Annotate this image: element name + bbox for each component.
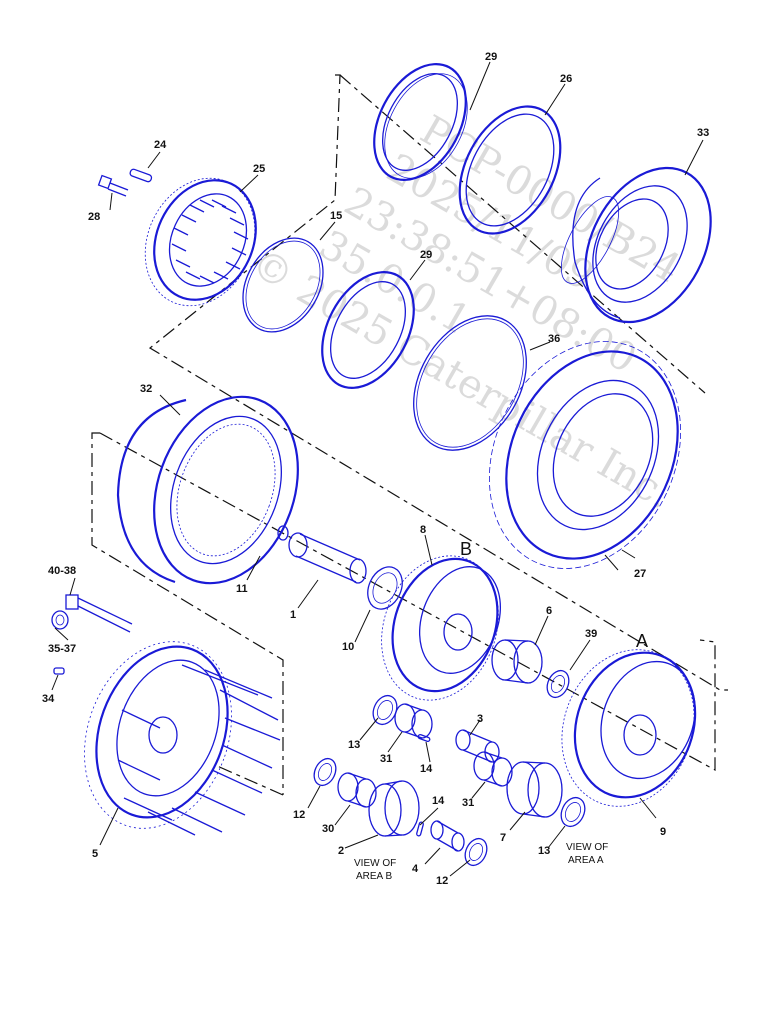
carrier-group-boundary — [99, 432, 716, 772]
shaft-3 — [455, 729, 500, 763]
callout-8: 8 — [420, 524, 426, 536]
callout-39: 39 — [585, 628, 597, 640]
gear-25 — [144, 177, 257, 307]
upper-right-boundary — [339, 74, 706, 394]
callout-12-left: 12 — [293, 809, 305, 821]
callout-7: 7 — [500, 832, 506, 844]
pin-34 — [53, 667, 65, 675]
callout-9: 9 — [660, 826, 666, 838]
callout-25: 25 — [253, 163, 265, 175]
seal-29-upper — [373, 63, 468, 181]
callout-29-upper: 29 — [485, 51, 497, 63]
callout-31-lower: 31 — [462, 797, 474, 809]
callout-15: 15 — [330, 210, 342, 222]
callout-4: 4 — [412, 863, 419, 875]
view-a-line2: AREA A — [568, 855, 604, 866]
callout-26: 26 — [560, 73, 572, 85]
seal-29-lower — [321, 271, 415, 389]
view-b-line2: AREA B — [356, 871, 392, 882]
leader-lines — [51, 61, 704, 877]
pin-14-lower — [416, 821, 424, 837]
hub-group-boundary — [91, 432, 284, 795]
area-label-a: A — [636, 631, 648, 651]
gear-6 — [491, 639, 543, 684]
callout-5: 5 — [92, 848, 98, 860]
callout-34: 34 — [42, 693, 55, 705]
bearing-31-lower — [473, 751, 513, 787]
washer-12-left — [313, 757, 337, 787]
upper-group-boundary — [148, 74, 728, 691]
callout-28: 28 — [88, 211, 100, 223]
callout-31-upper: 31 — [380, 753, 392, 765]
callout-2: 2 — [338, 845, 344, 857]
ring-gear-32 — [116, 395, 299, 585]
view-b-line1: VIEW OF — [354, 858, 396, 869]
callout-30: 30 — [322, 823, 334, 835]
bolt-40-38 — [65, 594, 133, 633]
callout-29-lower: 29 — [420, 249, 432, 261]
callout-10: 10 — [342, 641, 354, 653]
callout-14-lower: 14 — [432, 795, 445, 807]
oring-15 — [242, 237, 324, 333]
callout-13-a: 13 — [538, 845, 550, 857]
callout-12-right: 12 — [436, 875, 448, 887]
callout-1: 1 — [290, 609, 296, 621]
ring-26 — [458, 105, 562, 235]
washer-10 — [367, 566, 403, 610]
hub-5 — [84, 641, 281, 836]
callout-3: 3 — [477, 713, 483, 725]
washer-13-a — [560, 796, 586, 828]
gear-2 — [368, 780, 420, 837]
area-label-b: B — [460, 539, 472, 559]
carrier-9 — [561, 649, 697, 807]
callout-11: 11 — [236, 583, 248, 595]
washer-39 — [546, 669, 570, 699]
gear-7 — [506, 761, 563, 818]
bolt-28 — [97, 174, 129, 197]
callout-labels: 29 26 33 24 25 28 15 29 36 32 11 1 10 8 … — [42, 51, 709, 887]
callout-35-37: 35-37 — [48, 643, 76, 655]
callout-24: 24 — [154, 139, 167, 151]
hub-inner-boundary — [214, 764, 284, 796]
shaft-4 — [430, 820, 465, 852]
view-label-area-a: VIEW OF AREA A — [566, 842, 608, 866]
pin-14-upper — [417, 733, 431, 743]
callout-6: 6 — [546, 605, 552, 617]
bearing-31-upper — [394, 703, 433, 739]
housing-27 — [488, 341, 682, 569]
callout-27: 27 — [634, 568, 646, 580]
callout-40-38: 40-38 — [48, 565, 76, 577]
callout-33: 33 — [697, 127, 709, 139]
shaft-1 — [288, 532, 367, 584]
view-a-line1: VIEW OF — [566, 842, 608, 853]
callout-36: 36 — [548, 333, 560, 345]
carrier-8 — [381, 555, 502, 701]
callout-32: 32 — [140, 383, 152, 395]
pin-24 — [129, 168, 153, 183]
callout-13-b: 13 — [348, 739, 360, 751]
nut-35-37 — [51, 610, 69, 630]
callout-14-upper: 14 — [420, 763, 433, 775]
group-boundaries — [91, 74, 728, 796]
snap-ring-11 — [277, 525, 289, 541]
oring-36 — [413, 315, 527, 451]
bearing-30 — [337, 772, 377, 808]
washer-12-right — [464, 837, 488, 867]
view-label-area-b: VIEW OF AREA B — [354, 858, 396, 882]
